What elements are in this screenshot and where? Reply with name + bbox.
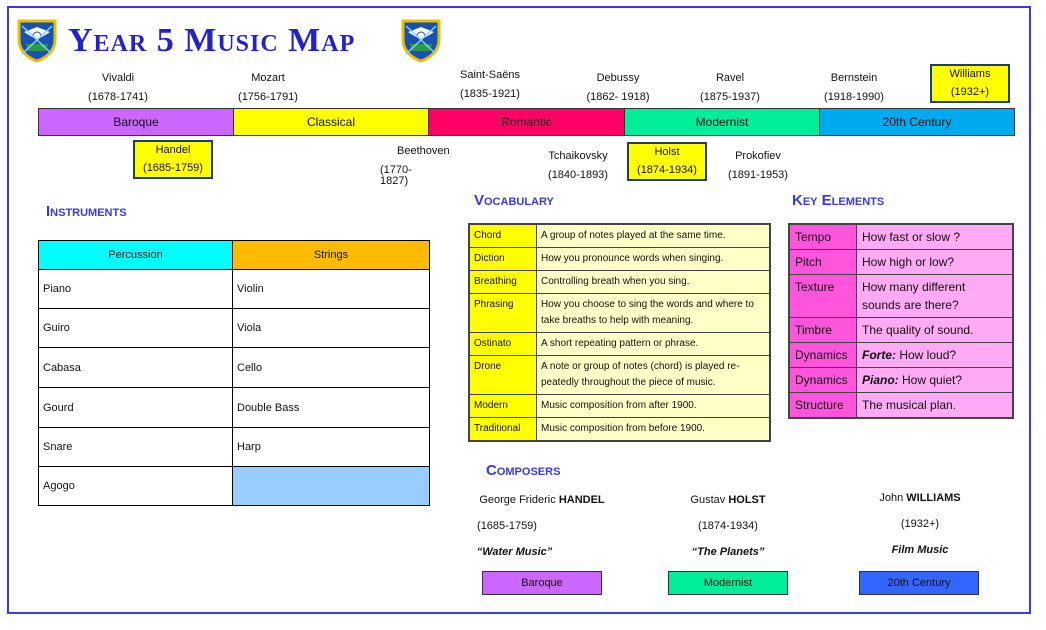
page-title: Year 5 Music Map	[68, 22, 356, 59]
era-romantic: Romantic	[428, 108, 625, 136]
school-crest-icon	[401, 19, 441, 62]
timeline-composer: Bernstein(1918-1990)	[824, 72, 884, 103]
timeline-composer: Debussy(1862- 1918)	[586, 72, 650, 103]
composer-name: John WILLIAMS	[879, 492, 961, 504]
composers-heading: Composers	[486, 462, 561, 479]
page-frame	[7, 6, 1031, 614]
timeline-composer: Prokofiev(1891-1953)	[728, 150, 788, 181]
composer-work: “Water Music”	[476, 546, 553, 558]
era-20th-century: 20th Century	[819, 108, 1015, 136]
strings-header: Strings	[232, 240, 430, 270]
timeline-composer-highlight: Handel(1685-1759)	[133, 140, 213, 179]
timeline-composer: Beethoven(1770-1827)	[380, 145, 450, 187]
vocabulary-heading: Vocabulary	[474, 192, 554, 209]
composer-name: Gustav HOLST	[690, 494, 766, 506]
timeline-composer: Vivaldi(1678-1741)	[88, 72, 148, 103]
key-elements-heading: Key Elements	[792, 192, 885, 209]
era-classical: Classical	[233, 108, 429, 136]
composer-work: “The Planets”	[691, 546, 765, 558]
timeline-composer-highlight: Williams(1932+)	[930, 64, 1010, 103]
era-baroque: Baroque	[38, 108, 234, 136]
timeline-composer: Mozart(1756-1791)	[238, 72, 298, 103]
empty-cell	[232, 466, 430, 506]
timeline-composer: Tchaikovsky(1840-1893)	[548, 150, 608, 181]
composer-dates: (1932+)	[900, 518, 940, 530]
composer-name: George Frideric HANDEL	[479, 494, 605, 506]
composer-era-modernist: Modernist	[668, 571, 788, 595]
composer-era-20th-century: 20th Century	[859, 571, 979, 595]
timeline-composer: Ravel(1875-1937)	[700, 72, 760, 103]
percussion-header: Percussion	[38, 240, 233, 270]
composer-dates: (1874-1934)	[698, 520, 758, 532]
composer-dates: (1685-1759)	[477, 520, 537, 532]
composer-era-baroque: Baroque	[482, 571, 602, 595]
timeline-composer: Saint-Saëns(1835-1921)	[460, 69, 520, 100]
school-crest-icon	[17, 19, 57, 62]
composer-work: Film Music	[891, 544, 949, 556]
instruments-heading: Instruments	[46, 203, 127, 220]
table-row: Agogo	[38, 466, 430, 506]
era-modernist: Modernist	[624, 108, 820, 136]
timeline-composer-highlight: Holst(1874-1934)	[627, 142, 707, 181]
